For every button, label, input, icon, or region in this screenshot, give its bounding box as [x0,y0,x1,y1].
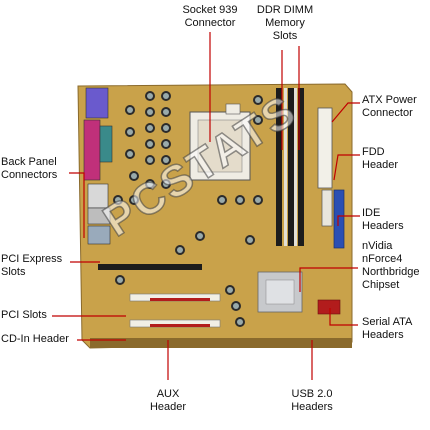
label-aux-header: AUX Header [149,388,187,413]
label-atx-power: ATX Power Connector [362,94,417,119]
capacitor [113,195,123,205]
lan-port [87,207,111,225]
sata-headers [317,299,341,315]
capacitor [161,91,171,101]
capacitor [161,107,171,117]
capacitor [235,195,245,205]
label-ddr-dimm-slots: DDR DIMM Memory Slots [256,4,314,42]
capacitor [161,123,171,133]
capacitor [129,171,139,181]
label-pci-express: PCI Express Slots [1,253,63,278]
capacitor [125,105,135,115]
label-pci-slots: PCI Slots [1,309,47,321]
capacitor [225,285,235,295]
label-serial-ata: Serial ATA Headers [362,316,413,341]
capacitor [161,179,171,189]
label-fdd-header: FDD Header [362,146,399,171]
audio-ports [87,225,111,245]
capacitor [125,149,135,159]
label-nvidia-northbridge: nVidia nForce4 Northbridge Chipset [362,240,420,291]
capacitor [145,91,155,101]
capacitors [113,91,263,327]
pci-slots [129,293,221,328]
serial-port [99,125,113,163]
pcb-bottom-edge [90,338,352,348]
back-panel-connectors [83,87,113,245]
parallel-port [83,119,101,181]
capacitor [253,95,263,105]
capacitor [231,301,241,311]
label-ide-headers: IDE Headers [362,207,404,232]
capacitor [145,107,155,117]
capacitor [125,127,135,137]
capacitor [175,245,185,255]
capacitor [145,179,155,189]
capacitor [245,235,255,245]
capacitor [217,195,227,205]
label-socket-939: Socket 939 Connector [182,4,238,29]
capacitor [161,155,171,165]
dimm-slots [276,88,304,246]
fdd-header [321,189,333,227]
northbridge-heatsink [257,271,303,313]
label-cd-in-header: CD-In Header [1,333,69,345]
capacitor [145,139,155,149]
capacitor [253,115,263,125]
capacitor [129,195,139,205]
capacitor [253,195,263,205]
capacitor [195,231,205,241]
capacitor [145,155,155,165]
pci-express-slot [98,264,202,270]
capacitor [145,123,155,133]
cpu-socket [189,103,251,181]
capacitor [235,317,245,327]
leader-lines [52,32,360,380]
label-usb-headers: USB 2.0 Headers [291,388,333,413]
atx-power-connector [317,107,333,189]
capacitor [161,139,171,149]
ps2-ports [85,87,109,119]
capacitor [115,275,125,285]
ide-header [333,189,345,249]
label-back-panel: Back Panel Connectors [1,156,58,181]
